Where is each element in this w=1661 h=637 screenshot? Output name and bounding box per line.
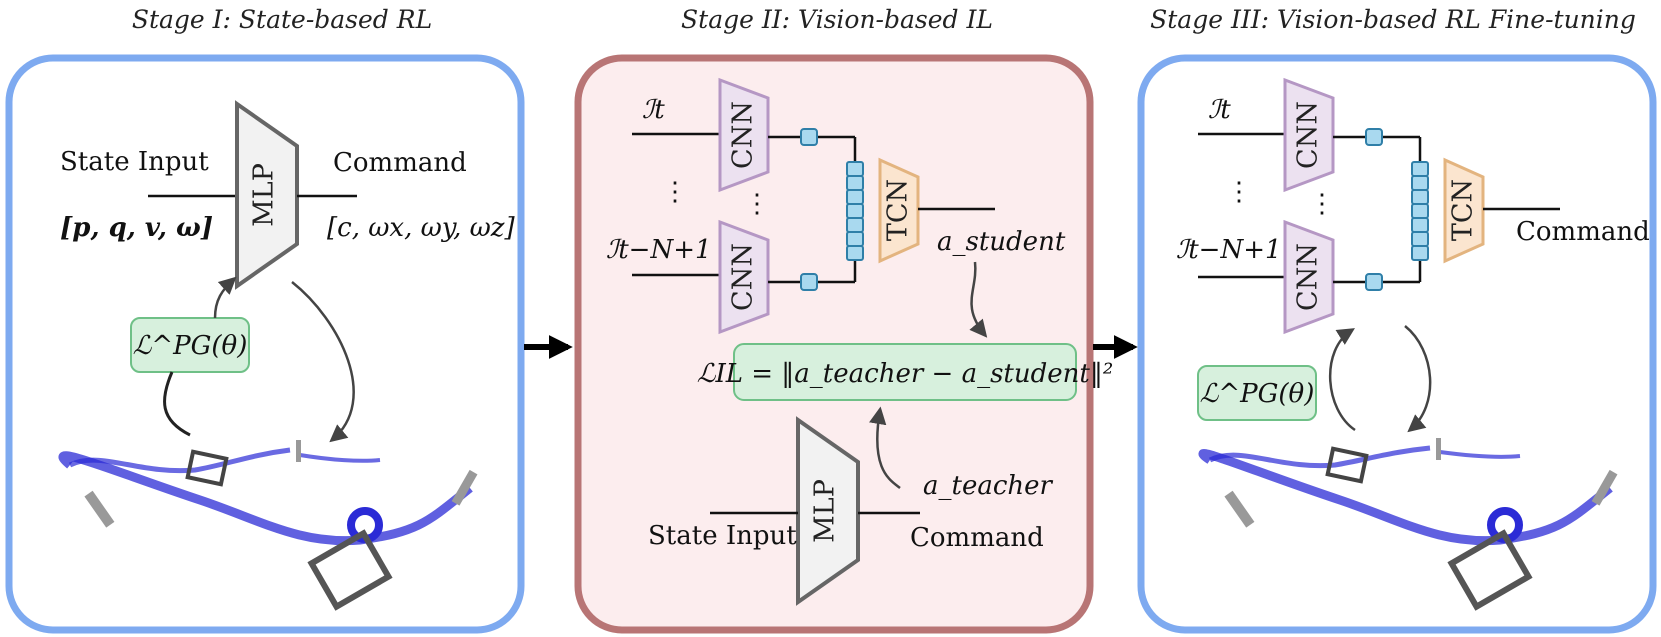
stage-2-loss-label: ℒIL = ‖a_teacher − a_student‖² bbox=[697, 359, 1114, 389]
stage-2-cnn-top bbox=[718, 77, 770, 193]
stage-3-cnn-top-label: CNN bbox=[1293, 101, 1324, 169]
stage-2-cnn-dots: ⋮ bbox=[744, 189, 770, 219]
stage-2-title: Stage II: Vision-based IL bbox=[681, 5, 993, 34]
stage-2-input-bottom: ℐt−N+1 bbox=[606, 235, 712, 265]
stage-2-loss-box bbox=[733, 343, 1077, 401]
stage-1-command-label: Command bbox=[333, 148, 467, 178]
stage-3-feature-bottom bbox=[1365, 273, 1383, 291]
stage-3-input-dots: ⋮ bbox=[1226, 177, 1252, 207]
stage-2-student-arrow bbox=[969, 261, 988, 338]
stage-2-cnn-bottom-label: CNN bbox=[728, 243, 759, 311]
stage-3-feature-top bbox=[1365, 128, 1383, 146]
stage-3-rollout-arrow bbox=[1404, 325, 1432, 433]
stage-3-feature-stack bbox=[1411, 161, 1429, 261]
stage-3-command-label: Command bbox=[1516, 217, 1650, 247]
stage-3-cnn-bottom bbox=[1283, 219, 1335, 335]
stage-3-loss-label: ℒ^PG(θ) bbox=[1200, 379, 1315, 409]
stage-1-state-vector: [p, q, v, ω] bbox=[60, 213, 213, 243]
stage-2-cnn-top-label: CNN bbox=[728, 101, 759, 169]
stage-3-input-bottom: ℐt−N+1 bbox=[1176, 235, 1282, 265]
stage-3-panel bbox=[1137, 54, 1657, 634]
stage-2-teacher-arrow bbox=[869, 406, 901, 489]
stage-3-tcn-label: TCN bbox=[1448, 179, 1479, 241]
stage-2-state-input-label: State Input bbox=[648, 521, 797, 551]
stage-1-rollout-arrow bbox=[291, 281, 355, 443]
stage-3-cnn-dots: ⋮ bbox=[1309, 189, 1335, 219]
stage-1-loss-label: ℒ^PG(θ) bbox=[133, 331, 248, 361]
stage-2-a-student: a_student bbox=[937, 227, 1066, 257]
stage-3-update-arrow bbox=[1329, 328, 1356, 432]
stage-1-mlp-block bbox=[235, 100, 299, 290]
stage-2-cnn-bottom bbox=[718, 219, 770, 335]
stage-2-feature-bottom bbox=[800, 273, 818, 291]
stage-1-loss-box bbox=[130, 317, 250, 373]
stage-1-trajectory-image bbox=[58, 440, 478, 611]
stage-1-state-input-label: State Input bbox=[60, 147, 209, 177]
stage-3-tcn-block bbox=[1443, 157, 1485, 264]
stage-3-cnn-bottom-label: CNN bbox=[1293, 243, 1324, 311]
stage-2-input-dots: ⋮ bbox=[662, 177, 688, 207]
stage-3-cnn-top bbox=[1283, 77, 1335, 193]
stage-2-mlp-block bbox=[796, 416, 860, 606]
stage-1-loss-feed-curve bbox=[163, 371, 191, 437]
stage-2-input-top: ℐt bbox=[642, 95, 665, 125]
stage-2-mlp-label: MLP bbox=[810, 479, 841, 543]
stage-2-content: ℐt ⋮ ℐt−N+1 CNN ⋮ CNN TCN a_student ℒIL bbox=[606, 77, 1114, 606]
stage-2-tcn-label: TCN bbox=[883, 179, 914, 241]
stage-1-command-vector: [c, ωx, ωy, ωz] bbox=[327, 213, 515, 243]
stage-3-content: ℐt ⋮ ℐt−N+1 CNN ⋮ CNN TCN Command ℒ^PG(θ… bbox=[1176, 77, 1650, 611]
stage-3-input-top: ℐt bbox=[1208, 95, 1231, 125]
stage-3-loss-box bbox=[1197, 365, 1317, 421]
stage-1-mlp-label: MLP bbox=[249, 163, 280, 227]
stage-2-feature-top bbox=[800, 128, 818, 146]
stage-1-update-arrow bbox=[213, 276, 237, 319]
stage-2-feature-stack bbox=[846, 161, 864, 261]
stage-2-a-teacher: a_teacher bbox=[923, 471, 1054, 501]
stage-2-command-label: Command bbox=[910, 523, 1044, 553]
stage-3-trajectory-image bbox=[1198, 438, 1618, 611]
stage-1-panel bbox=[5, 54, 525, 634]
stage-1-content: State Input [p, q, v, ω] MLP Command [c,… bbox=[58, 100, 515, 611]
stage-1-title: Stage I: State-based RL bbox=[132, 5, 432, 34]
stage-2-tcn-block bbox=[878, 157, 920, 264]
stage-3-title: Stage III: Vision-based RL Fine-tuning bbox=[1150, 5, 1636, 34]
